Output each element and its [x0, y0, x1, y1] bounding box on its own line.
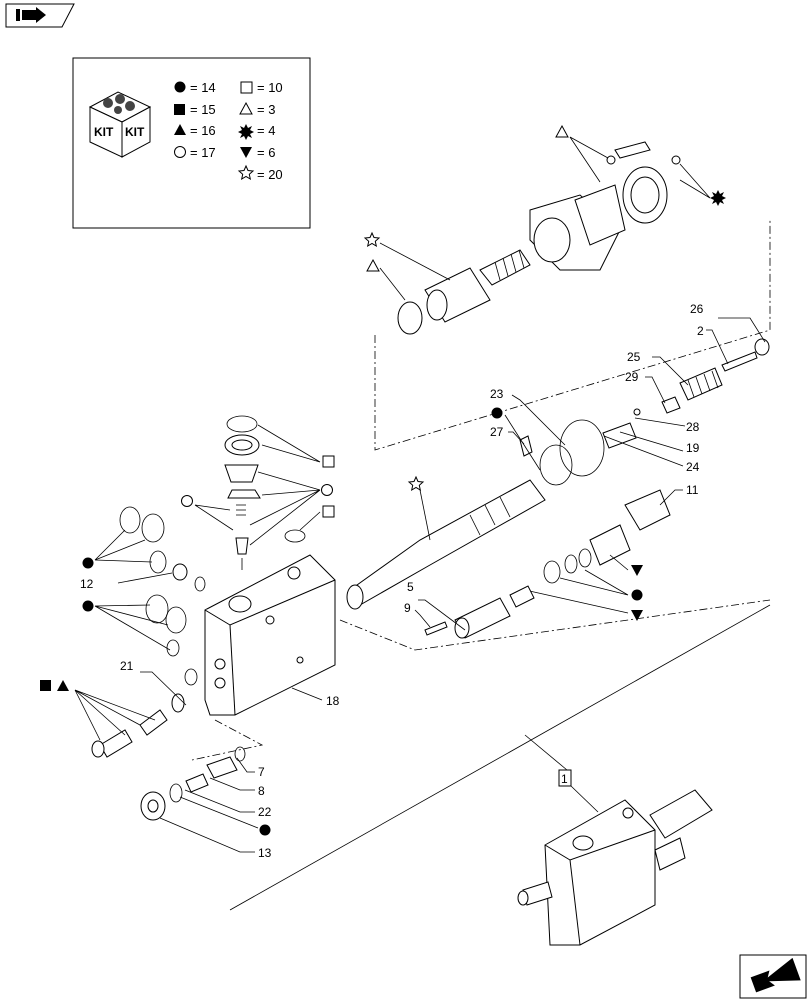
cap-and-plug [543, 489, 671, 584]
callout-28: 28 [686, 420, 700, 434]
main-spool [346, 435, 546, 610]
filled-triangle-icon [57, 680, 69, 691]
filled-down-triangle-icon [631, 565, 643, 576]
open-star-icon [363, 231, 381, 247]
filled-circle-icon [82, 557, 94, 569]
legend-text-14: = 14 [190, 80, 216, 95]
callout-5: 5 [407, 580, 414, 594]
assembled-valve-view [517, 789, 713, 946]
callout-9: 9 [404, 601, 411, 615]
legend-text-17: = 17 [190, 145, 216, 160]
seals-stack [224, 415, 261, 570]
callout-13: 13 [258, 846, 272, 860]
filled-star-icon [710, 190, 726, 206]
callout-18: 18 [326, 694, 340, 708]
kit-word-left: KIT [94, 125, 114, 139]
open-triangle-icon [555, 124, 569, 138]
callout-1-box[interactable] [558, 769, 572, 787]
legend-text-10: = 10 [257, 80, 283, 95]
callout-29: 29 [625, 370, 639, 384]
kit-legend: KIT KIT = 14 = 15 = 16 = 17 = 10 = 3 = 4… [72, 57, 311, 229]
callout-25: 25 [627, 350, 641, 364]
kit-word-right: KIT [125, 125, 145, 139]
spring-25 [679, 367, 723, 401]
filled-square-icon [40, 680, 51, 691]
open-star-icon [407, 475, 425, 491]
filled-star-icon [238, 124, 254, 140]
callout-12: 12 [80, 577, 94, 591]
callout-26: 26 [690, 302, 704, 316]
open-square-icon [322, 505, 335, 518]
piston-with-spring [397, 249, 531, 335]
kit-box-icon: KIT KIT [88, 91, 152, 158]
forward-nav-icon[interactable] [739, 954, 807, 999]
open-square-icon [240, 81, 253, 94]
callout-23: 23 [490, 387, 504, 401]
callout-1: 1 [561, 772, 568, 786]
legend-text-15: = 15 [190, 102, 216, 117]
open-circle-icon [174, 146, 186, 158]
filled-circle-icon [491, 407, 503, 419]
open-star-icon [237, 164, 255, 180]
legend-text-6: = 6 [257, 145, 275, 160]
filled-circle-icon [174, 81, 186, 93]
callout-24: 24 [686, 460, 700, 474]
legend-text-4: = 4 [257, 123, 275, 138]
filled-circle-icon [631, 589, 643, 601]
left-seals [91, 506, 206, 758]
end-cap-housing [529, 141, 681, 271]
callout-2: 2 [697, 324, 704, 338]
lower-plug-parts [140, 746, 246, 821]
legend-text-16: = 16 [190, 123, 216, 138]
legend-text-20: = 20 [257, 167, 283, 182]
callout-22: 22 [258, 805, 272, 819]
open-triangle-icon [366, 258, 380, 272]
filled-down-triangle-icon [240, 147, 252, 158]
callout-27: 27 [490, 425, 504, 439]
open-circle-icon [181, 495, 193, 507]
filled-square-icon [174, 104, 185, 115]
callout-19: 19 [686, 441, 700, 455]
legend-text-3: = 3 [257, 102, 275, 117]
open-triangle-icon [239, 101, 253, 115]
valve-body [204, 554, 336, 716]
callout-21: 21 [120, 659, 134, 673]
filled-circle-icon [82, 600, 94, 612]
callout-8: 8 [258, 784, 265, 798]
open-square-icon [322, 455, 335, 468]
callout-11: 11 [686, 483, 699, 497]
open-circle-icon [321, 484, 333, 496]
back-nav-icon[interactable] [5, 3, 75, 28]
filled-circle-icon [259, 824, 271, 836]
callout-7: 7 [258, 765, 265, 779]
filled-down-triangle-icon [631, 610, 643, 621]
filled-triangle-icon [174, 124, 186, 135]
